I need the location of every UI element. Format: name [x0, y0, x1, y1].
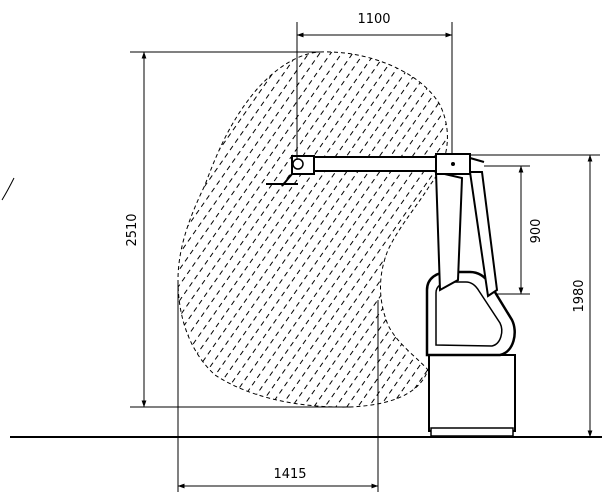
dim-label-900: 900	[529, 219, 544, 244]
dimension-2510: 2510	[125, 51, 350, 408]
dim-label-1415: 1415	[273, 467, 306, 482]
robot-base	[428, 354, 516, 437]
robot-upper-link	[434, 170, 499, 298]
dimension-1415: 1415	[177, 282, 379, 492]
workspace-area	[177, 51, 448, 408]
dim-label-1100: 1100	[357, 12, 390, 27]
robot-wrist	[266, 155, 315, 187]
robot-horizontal-arm	[311, 153, 485, 175]
edge-mark	[1, 177, 15, 201]
dimension-1980: 1980	[470, 154, 600, 438]
dim-label-2510: 2510	[125, 213, 140, 246]
dimension-1100: 1100	[296, 12, 453, 160]
dimension-900: 900	[484, 165, 544, 295]
dim-label-1980: 1980	[572, 279, 587, 312]
